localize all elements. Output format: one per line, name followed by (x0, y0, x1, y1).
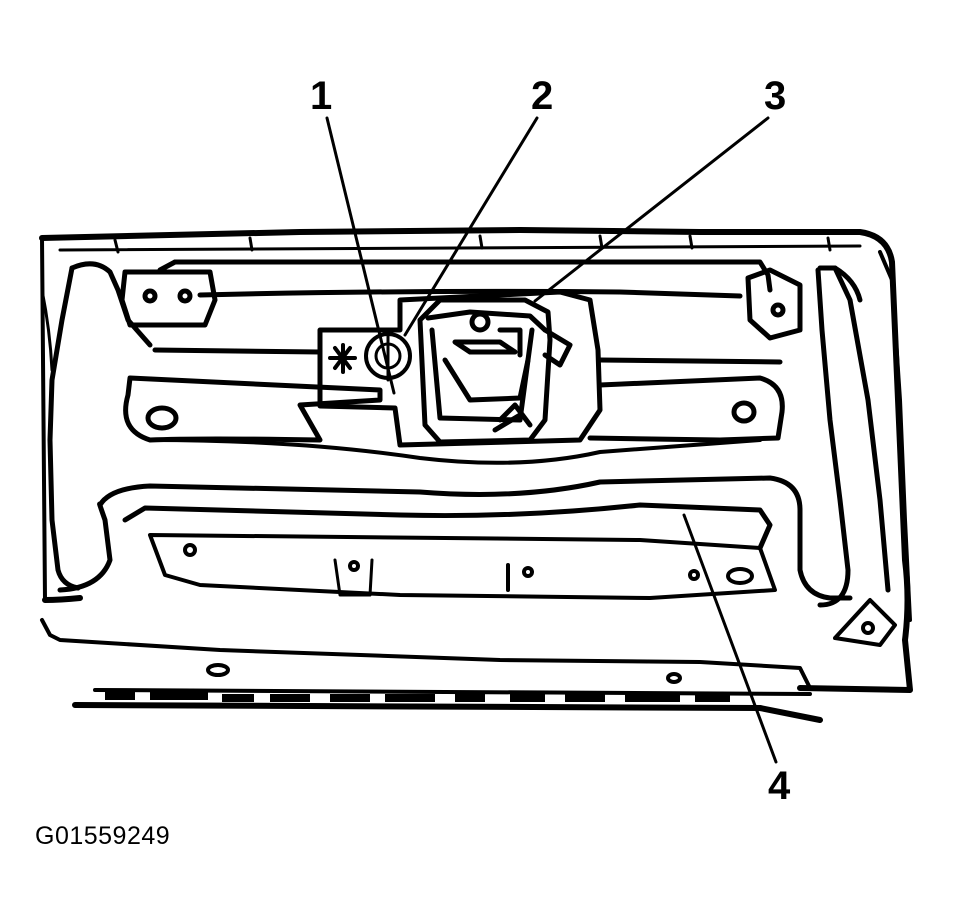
callout-label-4: 4 (768, 764, 791, 808)
leader-lines (325, 116, 778, 764)
trunk-lid-latch (417, 297, 573, 445)
leader-line-2 (403, 116, 539, 337)
left-hinge-bracket (119, 269, 218, 328)
right-hinge-bracket (745, 267, 803, 341)
upper-reinforcement (152, 259, 783, 365)
latch-fastener-cluster (328, 328, 412, 382)
callout-label-2: 2 (531, 74, 554, 118)
leader-line-1 (325, 116, 396, 395)
leader-line-4 (682, 513, 778, 764)
leader-line-3 (533, 116, 770, 303)
top-flange (58, 234, 862, 254)
right-lower-corner (833, 598, 897, 647)
middle-crossbar (123, 375, 785, 465)
callout-label-1: 1 (310, 74, 333, 118)
right-side-rails (815, 250, 912, 622)
left-side-panel (40, 261, 153, 591)
drain-slots (105, 692, 730, 702)
bottom-sill (40, 618, 823, 723)
latch-mounting-plate (317, 289, 603, 448)
lower-reinforcement-strip (148, 533, 777, 600)
lower-channel (57, 475, 853, 601)
figure-identifier: G01559249 (35, 822, 171, 850)
callout-label-3: 3 (764, 74, 787, 118)
